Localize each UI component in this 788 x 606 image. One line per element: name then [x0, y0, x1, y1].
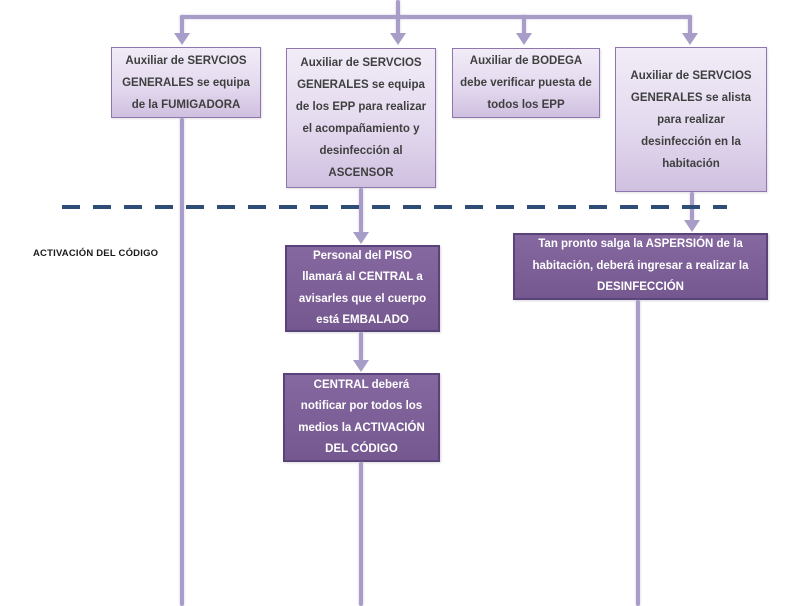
arrow-down-icon	[353, 232, 369, 244]
arrow-down-icon	[684, 220, 700, 232]
arrow-down-icon	[390, 33, 406, 45]
flow-node-label: CENTRAL deberá notificar por todos los m…	[298, 378, 425, 456]
arrow-down-icon	[174, 33, 190, 45]
connector-central-down	[359, 462, 363, 606]
flow-node-personal-piso: Personal del PISO llamará al CENTRAL a a…	[285, 245, 440, 332]
connector-box1-down	[180, 118, 184, 606]
connector-drop-3	[522, 15, 526, 35]
flow-node-label: Auxiliar de SERVCIOS GENERALES se equipa…	[122, 54, 250, 111]
connector-personal-to-central	[359, 332, 363, 361]
flow-node-label: Auxiliar de BODEGA debe verificar puesta…	[460, 55, 592, 111]
flow-node-desinfeccion-habitacion: Auxiliar de SERVCIOS GENERALES se alista…	[615, 47, 767, 192]
arrow-down-icon	[353, 360, 369, 372]
flow-node-central-notifica: CENTRAL deberá notificar por todos los m…	[283, 373, 440, 462]
flow-node-bodega: Auxiliar de BODEGA debe verificar puesta…	[452, 48, 600, 118]
flow-node-aspersion-desinfeccion: Tan pronto salga la ASPERSIÓN de la habi…	[513, 233, 768, 300]
arrow-down-icon	[516, 33, 532, 45]
connector-drop-1	[180, 15, 184, 35]
flow-node-label: Auxiliar de SERVCIOS GENERALES se alista…	[630, 69, 752, 170]
phase-label: ACTIVACIÓN DEL CÓDIGO	[33, 248, 159, 259]
arrow-down-icon	[682, 33, 698, 45]
flow-node-label: Tan pronto salga la ASPERSIÓN de la habi…	[532, 238, 749, 294]
flow-node-label: Auxiliar de SERVCIOS GENERALES se equipa…	[295, 57, 427, 179]
flow-node-epp-ascensor: Auxiliar de SERVCIOS GENERALES se equipa…	[286, 48, 436, 188]
connector-top-horizontal-bar	[180, 15, 692, 19]
phase-divider-dashed-line	[62, 205, 727, 209]
connector-drop-4	[688, 15, 692, 35]
connector-aspersion-down	[636, 300, 640, 606]
flow-node-fumigadora: Auxiliar de SERVCIOS GENERALES se equipa…	[111, 47, 261, 118]
flow-node-label: Personal del PISO llamará al CENTRAL a a…	[298, 249, 427, 327]
connector-box2-down	[359, 188, 363, 233]
